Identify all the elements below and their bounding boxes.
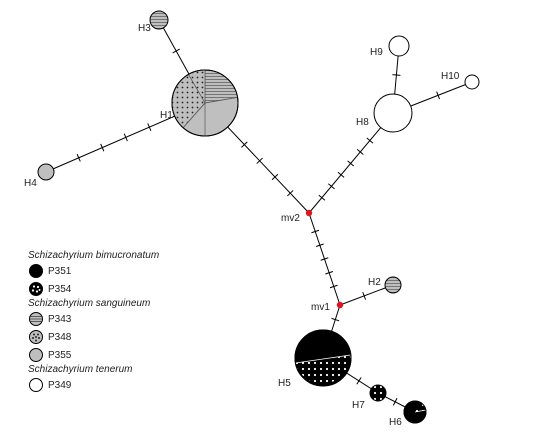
- mutation-tick: [347, 160, 355, 167]
- label-h7: H7: [352, 400, 365, 411]
- edge-mv2-h8: [308, 112, 394, 214]
- haplotype-h2: [384, 276, 402, 294]
- swatch-grey: [29, 348, 43, 362]
- haplotype-h7: [369, 384, 387, 402]
- mutation-tick: [356, 149, 364, 155]
- mutation-tick: [337, 171, 345, 178]
- label-h10: H10: [441, 71, 460, 82]
- mutation-tick: [315, 243, 324, 247]
- haplotype-h9: [388, 35, 410, 57]
- median-vector-mv1: [336, 301, 344, 309]
- mutation-tick: [320, 257, 329, 261]
- haplotype-h3: [149, 10, 169, 30]
- mutation-tick: [392, 74, 401, 76]
- mutation-tick: [172, 48, 180, 54]
- haplotype-h4: [37, 163, 55, 181]
- mutation-tick: [325, 271, 334, 275]
- legend-species-tenerum: Schizachyrium tenerum: [28, 364, 133, 375]
- haplotype-h5: [294, 329, 352, 387]
- haplotype-nodes: [37, 10, 480, 424]
- label-h8: H8: [356, 117, 369, 128]
- haplotype-h10: [464, 74, 480, 90]
- legend-label-p355: P355: [48, 349, 72, 361]
- swatch-white: [29, 378, 43, 392]
- mutation-tick: [271, 173, 279, 181]
- mutation-tick: [147, 123, 152, 132]
- label-h1: H1: [160, 110, 173, 121]
- mutation-tick: [329, 284, 338, 289]
- legend-item-p348: P348: [28, 328, 218, 346]
- mutation-tick: [356, 377, 362, 385]
- edge-mv1-h2: [339, 284, 394, 306]
- legend-label-p349: P349: [48, 379, 72, 391]
- mutation-tick: [256, 157, 263, 164]
- haplotype-h6: [403, 400, 427, 424]
- legend-label-p354: P354: [48, 283, 72, 295]
- label-h3: H3: [138, 23, 151, 34]
- legend-label-p351: P351: [48, 265, 72, 277]
- legend-label-p348: P348: [48, 331, 72, 343]
- mutation-tick: [241, 141, 248, 148]
- mutation-tick: [318, 194, 326, 201]
- mutation-tick: [76, 153, 81, 162]
- legend-species-sanguineum: Schizachyrium sanguineum: [28, 298, 151, 309]
- mutation-tick: [311, 229, 320, 234]
- mutation-tick: [392, 398, 398, 406]
- swatch-black: [29, 264, 43, 278]
- label-h5: H5: [278, 378, 291, 389]
- label-h2: H2: [368, 277, 381, 288]
- mutation-tick: [287, 190, 294, 197]
- mutation-tick: [328, 183, 335, 190]
- legend-item-p349: P349: [28, 376, 218, 394]
- label-h4: H4: [24, 178, 37, 189]
- mutation-ticks: [76, 48, 441, 406]
- mutation-tick: [123, 133, 128, 142]
- label-h6: H6: [389, 417, 402, 428]
- legend-species-bimucronatum: Schizachyrium bimucronatum: [28, 250, 160, 261]
- label-mv2: mv2: [281, 213, 300, 224]
- label-mv1: mv1: [311, 302, 330, 313]
- swatch-grey-stripes: [29, 312, 43, 326]
- haplotype-h1: [171, 69, 239, 137]
- legend-label-p343: P343: [48, 313, 72, 325]
- label-h9: H9: [370, 47, 383, 58]
- legend-item-p355: P355: [28, 346, 218, 364]
- legend: Schizachyrium bimucronatum P351 P354 Sch…: [28, 250, 218, 394]
- mutation-tick: [366, 137, 374, 144]
- haplotype-h8: [373, 93, 413, 133]
- legend-item-p351: P351: [28, 262, 218, 280]
- mutation-tick: [100, 143, 105, 152]
- legend-item-p343: P343: [28, 310, 218, 328]
- swatch-black-dots: [29, 282, 43, 296]
- mutation-tick: [436, 91, 441, 100]
- mutation-tick: [331, 317, 340, 322]
- median-vector-mv2: [305, 209, 313, 217]
- swatch-grey-dots: [29, 330, 43, 344]
- mutation-tick: [362, 291, 367, 300]
- legend-item-p354: P354: [28, 280, 218, 298]
- node-labels: H3 H1 H4 H9 H10 H8 mv2 H2 mv1 H5 H7 H6: [24, 23, 460, 428]
